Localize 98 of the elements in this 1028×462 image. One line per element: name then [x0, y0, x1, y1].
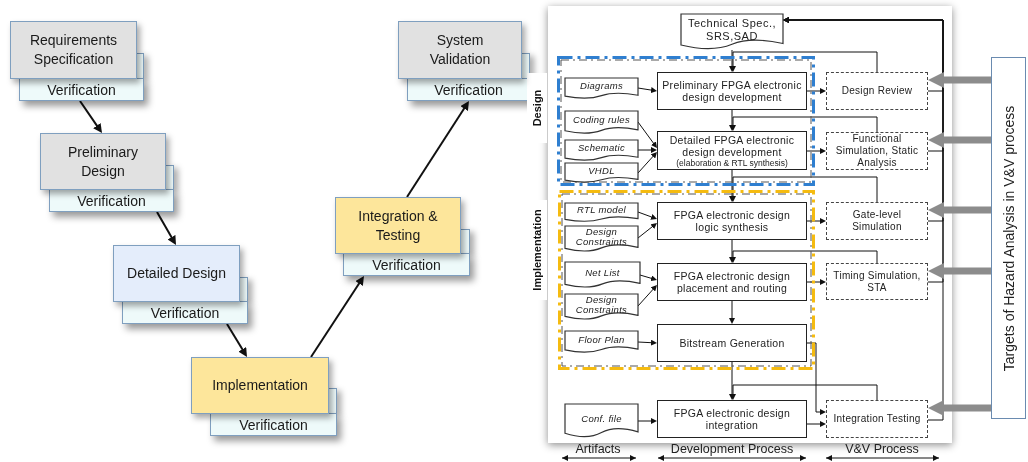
artifact-document [565, 294, 638, 320]
artifact-document [565, 203, 638, 222]
artifact-label: Net List [585, 267, 620, 278]
artifact-document [565, 226, 638, 252]
stage-box [10, 21, 137, 79]
stage-box [40, 133, 166, 190]
arrow [730, 384, 878, 401]
arrow [806, 279, 826, 285]
process-box [657, 400, 807, 438]
artifact-label: Design Constraints [574, 226, 629, 247]
column-heading: Artifacts [575, 443, 621, 456]
verification-box [49, 189, 174, 212]
arrow [730, 116, 878, 133]
artifact-document [565, 78, 638, 99]
stage-box [398, 21, 522, 79]
arrow [729, 49, 735, 72]
review-label: Gate-level Simulation [851, 209, 903, 233]
verification-label: Verification [434, 80, 503, 99]
stage-label: Detailed Design [127, 264, 226, 283]
document-label: Technical Spec., SRS,SAD [686, 16, 778, 43]
stage-box [191, 357, 329, 414]
artifact-document [565, 140, 638, 161]
process-label: (elaboration & RTL synthesis) [676, 157, 788, 168]
artifact-document [565, 111, 638, 134]
arrow [79, 100, 102, 133]
review-label: Design Review [841, 85, 913, 97]
target-label: Targets of Hazard Analysis in V&V process [999, 104, 1018, 373]
verification-label: Verification [47, 80, 116, 99]
target-box [991, 57, 1026, 419]
arrow [729, 239, 735, 263]
stage-label: System Validation [428, 31, 492, 69]
arrow [730, 51, 878, 73]
verification-label: Verification [372, 255, 441, 274]
review-box [826, 400, 928, 438]
review-box [826, 202, 928, 240]
stage-label: Implementation [212, 376, 308, 395]
process-label: FPGA electronic design logic synthesis [672, 209, 792, 233]
verification-box [122, 301, 248, 324]
verification-box [210, 413, 337, 436]
thick-arrow [928, 72, 991, 88]
column-heading: V&V Process [845, 443, 919, 456]
process-box [657, 202, 807, 240]
artifact-label: Floor Plan [578, 334, 625, 345]
review-label: Timing Simulation, STA [832, 269, 922, 294]
process-label: FPGA electronic design integration [672, 407, 792, 431]
arrow [406, 101, 469, 198]
stage-box [335, 197, 461, 254]
arrow [226, 323, 247, 357]
artifact-label: Schematic [577, 143, 626, 153]
artifact-label: Diagrams [579, 81, 624, 91]
process-box [657, 324, 807, 362]
verification-box [343, 253, 470, 276]
artifact-label: Conf. file [581, 413, 622, 424]
arrow [156, 211, 176, 245]
process-label: Preliminary FPGA electronic design development [662, 79, 802, 103]
verification-label: Verification [150, 303, 220, 322]
process-label: Bitstream Generation [679, 337, 785, 349]
arrow [806, 421, 826, 427]
column-heading: Development Process [670, 443, 794, 456]
arrow [729, 300, 735, 324]
arrow [806, 342, 826, 415]
arrow [729, 109, 735, 131]
review-box [826, 72, 928, 110]
arrow [730, 250, 878, 264]
stage-label: Integration & Testing [357, 206, 439, 245]
artifact-label: VHDL [588, 165, 615, 176]
arrow [730, 176, 878, 203]
thick-arrow [928, 400, 991, 416]
document-shape [681, 14, 783, 50]
arrow [806, 148, 826, 154]
stage-box [113, 245, 240, 302]
artifact-document [565, 262, 640, 288]
process-box [657, 263, 807, 301]
process-label: FPGA electronic design placement and routing [672, 270, 792, 294]
arrow [806, 88, 826, 94]
review-box [826, 263, 928, 300]
arrow [729, 169, 735, 202]
arrow [310, 276, 364, 358]
process-label: Detailed FPGA electronic design development [668, 133, 796, 158]
review-box [826, 132, 928, 170]
process-box [657, 72, 807, 110]
artifact-document [565, 404, 638, 438]
thick-arrow [928, 202, 991, 218]
artifact-label: Coding rules [573, 115, 630, 125]
review-label: Integration Testing [833, 413, 921, 425]
arrow [729, 361, 735, 400]
stage-label: Requirements Specification [28, 31, 119, 69]
artifact-label: Design Constraints [574, 294, 629, 315]
verification-label: Verification [239, 415, 308, 434]
review-label: Functional Simulation, Static Analysis [834, 133, 920, 169]
arrow [806, 218, 826, 224]
verification-box [19, 78, 144, 101]
verification-label: Verification [77, 191, 146, 210]
process-box [657, 131, 807, 170]
thick-arrow [928, 263, 991, 279]
stage-label: Preliminary Design [67, 142, 139, 181]
thick-arrow [928, 132, 991, 148]
artifact-label: RTL model [577, 205, 626, 215]
